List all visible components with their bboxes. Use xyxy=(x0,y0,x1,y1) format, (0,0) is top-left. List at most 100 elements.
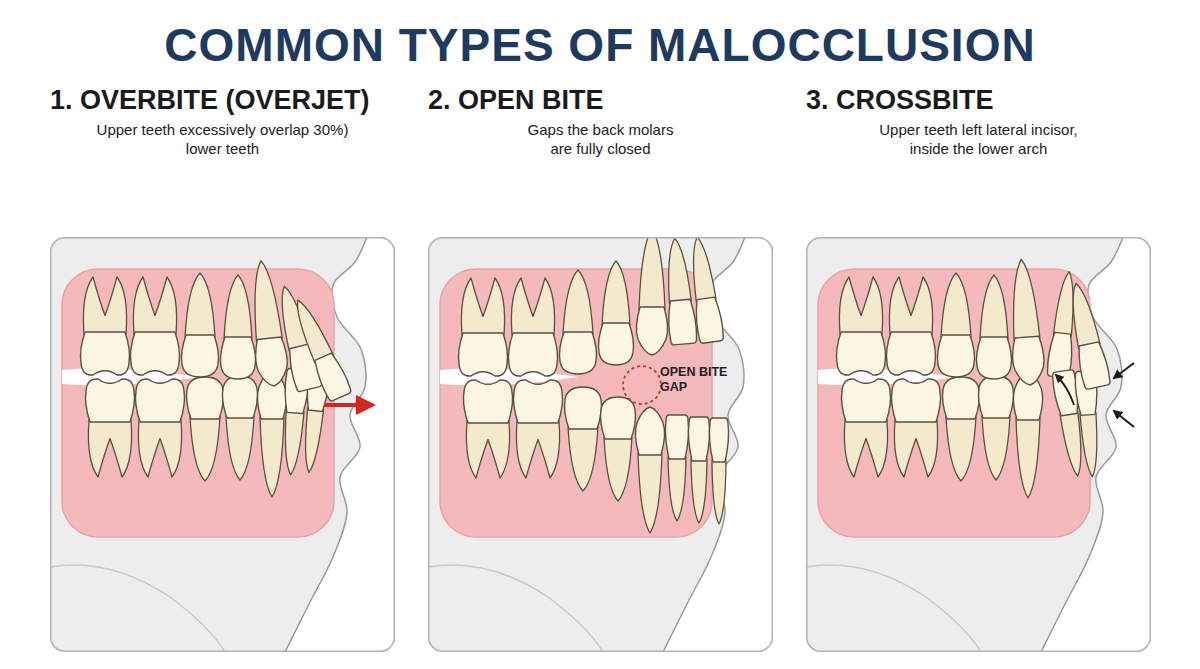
tooth xyxy=(509,278,558,376)
tooth-crown xyxy=(636,307,667,355)
tooth-root xyxy=(466,421,509,478)
tooth-root xyxy=(1080,412,1100,477)
tooth-crown xyxy=(514,380,563,423)
tooth xyxy=(1063,280,1112,389)
tooth-root xyxy=(224,275,252,339)
tooth-root xyxy=(511,278,554,335)
tooth-root xyxy=(282,410,304,475)
tooth-crown xyxy=(601,397,636,439)
tooth xyxy=(187,377,224,481)
tooth-crown xyxy=(560,332,597,374)
gum xyxy=(818,269,1090,537)
tooth-crown xyxy=(979,376,1014,418)
tooth xyxy=(223,376,258,480)
tooth-crown xyxy=(688,417,709,461)
tooth-root xyxy=(844,420,887,477)
pointer-arrow xyxy=(1056,375,1074,405)
tooth-crown xyxy=(1076,341,1112,390)
tooth-crown xyxy=(509,333,558,376)
overjet-arrow xyxy=(324,403,372,407)
tooth xyxy=(685,237,725,344)
tooth xyxy=(842,379,891,477)
tooth-crown xyxy=(86,379,135,422)
jaw-line xyxy=(806,565,981,652)
tooth xyxy=(464,380,513,478)
tooth-root xyxy=(687,237,716,302)
tooth-root xyxy=(982,416,1010,480)
tooth-root xyxy=(668,457,686,521)
tooth xyxy=(709,418,728,524)
tooth xyxy=(221,275,256,379)
panel-description: Upper teeth left lateral incisor, inside… xyxy=(864,120,1094,158)
title: COMMON TYPES OF MALOCCLUSION xyxy=(0,20,1200,70)
tooth-root xyxy=(664,237,691,303)
tooth-root xyxy=(602,261,630,325)
tooth-root xyxy=(980,275,1008,339)
tooth xyxy=(977,275,1012,379)
tooth-root xyxy=(133,277,176,334)
panel-ground xyxy=(806,237,1151,652)
panel-frame xyxy=(429,238,773,652)
panel: 1. OVERBITE (OVERJET) Upper teeth excessi… xyxy=(50,84,395,652)
gum xyxy=(440,269,712,537)
tooth xyxy=(257,371,286,497)
tooth-crown xyxy=(667,299,698,345)
face-profile xyxy=(663,237,773,652)
jaw-line xyxy=(428,565,603,652)
tooth-root xyxy=(516,421,559,478)
tooth-crown xyxy=(1011,336,1045,386)
tooth-crown xyxy=(842,379,891,422)
jaw-line xyxy=(50,565,225,652)
tooth-crown xyxy=(977,337,1012,379)
tooth xyxy=(938,273,975,377)
tooth-root xyxy=(894,420,937,477)
tooth-root xyxy=(638,453,662,533)
tooth-crown xyxy=(599,323,634,365)
tooth-crown xyxy=(635,407,664,455)
tooth xyxy=(286,295,352,402)
tooth xyxy=(661,237,697,345)
tooth-crown xyxy=(892,379,941,422)
tooth-crown xyxy=(837,332,886,375)
tooth xyxy=(601,397,636,501)
tooth-root xyxy=(301,408,324,473)
tooth-root xyxy=(563,270,593,334)
tooth-root xyxy=(712,460,726,524)
callout-label: OPEN BITE GAP xyxy=(660,365,732,395)
tooth-root xyxy=(691,459,707,523)
panel-description: Upper teeth excessively overlap 30%) low… xyxy=(88,120,358,158)
tooth xyxy=(136,379,185,477)
tooth xyxy=(887,277,936,375)
panel-heading: 3. CROSSBITE xyxy=(806,84,994,116)
tooth-crown xyxy=(693,297,724,344)
tooth xyxy=(182,273,219,377)
tooth xyxy=(86,379,135,477)
tooth-crown xyxy=(254,337,290,388)
panel: 3. CROSSBITE Upper teeth left lateral inc… xyxy=(806,84,1151,652)
tooth-crown xyxy=(459,333,508,376)
tooth xyxy=(131,277,180,375)
tooth xyxy=(459,278,508,376)
tooth-root xyxy=(1065,281,1100,348)
tooth xyxy=(688,417,709,523)
tooth-root xyxy=(946,417,976,481)
tooth xyxy=(1006,258,1046,386)
tooth-crown xyxy=(464,380,513,423)
panel-frame xyxy=(807,238,1151,652)
panel-ground xyxy=(428,237,773,652)
panel-heading: 1. OVERBITE (OVERJET) xyxy=(50,84,370,116)
tooth-root xyxy=(1016,418,1040,498)
tooth-root xyxy=(889,277,932,334)
tooth-crown xyxy=(136,379,185,422)
tooth-root xyxy=(839,277,882,334)
tooth-crown xyxy=(312,352,353,402)
panel-description: Gaps the back molars are fully closed xyxy=(518,120,683,158)
tooth xyxy=(599,261,634,365)
tooth-crown xyxy=(709,418,728,462)
tooth-root xyxy=(604,437,632,501)
tooth-root xyxy=(83,277,126,334)
tooth xyxy=(565,387,602,491)
gum xyxy=(62,269,334,537)
tooth xyxy=(514,380,563,478)
